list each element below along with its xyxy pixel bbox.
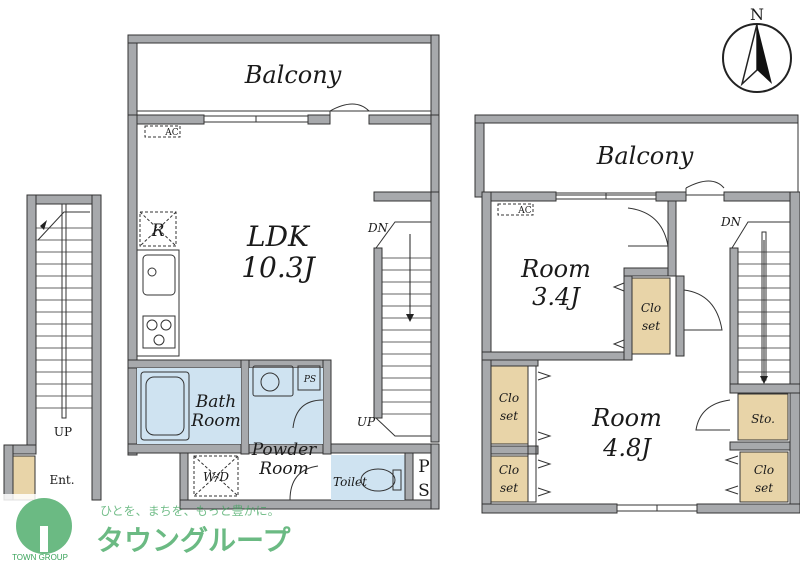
- brand-name: タウングループ: [96, 524, 291, 557]
- washer-label: W/D: [203, 470, 229, 484]
- ac-unit-ldk: AC: [164, 128, 178, 138]
- stove-icon: [142, 315, 176, 349]
- bath-label-2: Room: [190, 411, 240, 431]
- room1-label: Room: [520, 255, 591, 283]
- storage: [737, 393, 789, 441]
- stair-label-dn-right: DN: [720, 215, 742, 229]
- bathtub-icon: [140, 371, 190, 441]
- toilet-label: Toilet: [333, 475, 367, 489]
- closet-room2-upper-label-2: set: [500, 409, 518, 423]
- sink-icon: [142, 254, 176, 296]
- ldk-size: 10.3J: [241, 251, 316, 284]
- closet-room2-upper-label-1: Clo: [499, 391, 519, 405]
- north-label: N: [750, 5, 764, 24]
- powder-label-2: Room: [258, 459, 308, 479]
- closet-room2-lower-label-1: Clo: [499, 463, 519, 477]
- middle-stair: [373, 221, 431, 437]
- closet-room2-right-label-2: set: [755, 481, 773, 495]
- stair-label-up-left: UP: [54, 425, 72, 439]
- brand-tagline: ひとを、まちを、もっと豊かに。: [100, 504, 280, 518]
- fridge-label: R: [151, 221, 165, 241]
- wash-basin-icon: [252, 365, 294, 397]
- shoe-closet: [12, 455, 36, 501]
- fridge: [139, 211, 177, 247]
- ps-small-label: PS: [303, 375, 316, 385]
- room2-size: 4.8J: [602, 434, 652, 462]
- brand-logo-text: TOWN GROUP: [12, 553, 68, 562]
- closet-room1: [631, 277, 671, 355]
- ps-tall-label-1: P: [418, 457, 429, 477]
- stair-label-up-mid: UP: [357, 415, 376, 429]
- north-arrow-icon: [722, 23, 792, 93]
- closet-room2-right-label-1: Clo: [754, 463, 774, 477]
- entrance-label: Ent.: [49, 473, 74, 487]
- toilet-icon: [360, 468, 396, 492]
- closet-room2-lower: [490, 455, 529, 503]
- powder-label-1: Powder: [251, 440, 317, 460]
- closet-room2-upper: [490, 365, 529, 445]
- kitchen-counter: [136, 249, 180, 357]
- right-stair: [729, 221, 800, 394]
- closet-room1-label-1: Clo: [641, 301, 661, 315]
- balcony-left-label: Balcony: [244, 61, 342, 89]
- room1-size: 3.4J: [532, 283, 581, 311]
- ldk-label: LDK: [246, 220, 311, 253]
- closet-room1-label-2: set: [642, 319, 660, 333]
- bath-label-1: Bath: [195, 392, 236, 412]
- ac-unit-room: AC: [517, 206, 531, 216]
- storage-label: Sto.: [751, 412, 775, 426]
- washer-space: [193, 455, 239, 497]
- closet-room2-right: [739, 451, 789, 503]
- left-stair-tower: [3, 194, 102, 501]
- room2-label: Room: [591, 404, 662, 432]
- closet-room2-lower-label-2: set: [500, 481, 518, 495]
- ps-tall-label-2: S: [418, 481, 430, 501]
- brand-logo: [0, 494, 90, 564]
- stair-label-dn-mid: DN: [367, 221, 389, 235]
- balcony-right-label: Balcony: [596, 142, 694, 170]
